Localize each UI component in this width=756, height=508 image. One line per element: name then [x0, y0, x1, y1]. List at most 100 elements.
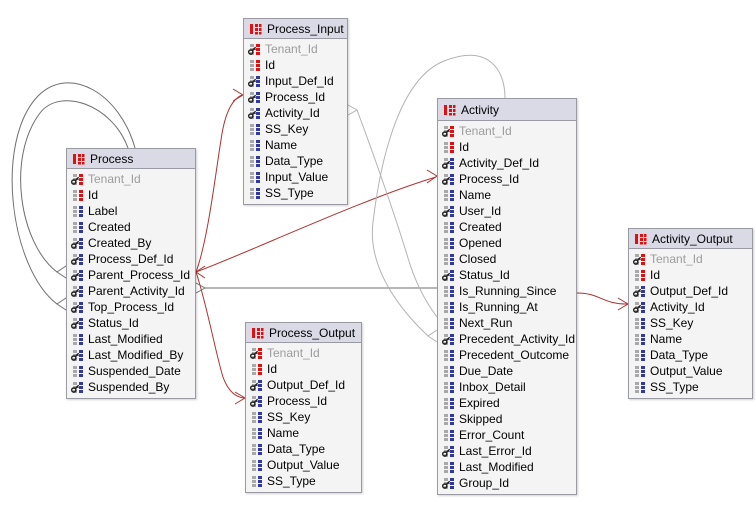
column-row-top_process_id[interactable]: Top_Process_Id [67, 299, 195, 315]
column-row-tenant_id[interactable]: Tenant_Id [629, 251, 752, 267]
column-row-ss_key[interactable]: SS_Key [246, 409, 361, 425]
column-row-skipped[interactable]: Skipped [438, 411, 576, 427]
column-row-ss_type[interactable]: SS_Type [629, 379, 752, 395]
column-row-tenant_id[interactable]: Tenant_Id [246, 345, 361, 361]
column-row-data_type[interactable]: Data_Type [244, 153, 347, 169]
column-label: Output_Value [650, 364, 723, 378]
column-row-created_by[interactable]: Created_By [67, 235, 195, 251]
column-row-name[interactable]: Name [438, 187, 576, 203]
table-title: Process_Input [267, 21, 344, 36]
table-header-process_output[interactable]: Process_Output [246, 323, 361, 343]
column-row-ss_type[interactable]: SS_Type [244, 185, 347, 201]
table-header-process[interactable]: Process [67, 149, 195, 169]
column-row-parent_process_id[interactable]: Parent_Process_Id [67, 267, 195, 283]
rel-activity-self-precedent-activity[interactable] [371, 55, 506, 343]
column-row-data_type[interactable]: Data_Type [629, 347, 752, 363]
column-row-process_id[interactable]: Process_Id [246, 393, 361, 409]
column-row-data_type[interactable]: Data_Type [246, 441, 361, 457]
relationship-line[interactable] [576, 292, 628, 305]
rel-process-self-top-process[interactable] [11, 82, 136, 311]
rel-activity-to-activity-output[interactable] [576, 292, 629, 311]
column-row-is_running_at[interactable]: Is_Running_At [438, 299, 576, 315]
column-row-id[interactable]: Id [438, 139, 576, 155]
column-row-output_def_id[interactable]: Output_Def_Id [246, 377, 361, 393]
column-row-activity_id[interactable]: Activity_Id [244, 105, 347, 121]
column-row-id[interactable]: Id [246, 361, 361, 377]
column-row-group_id[interactable]: Group_Id [438, 475, 576, 491]
column-row-last_modified[interactable]: Last_Modified [438, 459, 576, 475]
column-row-precedent_outcome[interactable]: Precedent_Outcome [438, 347, 576, 363]
column-row-input_def_id[interactable]: Input_Def_Id [244, 73, 347, 89]
rel-process-to-process-output[interactable] [195, 271, 246, 405]
column-row-closed[interactable]: Closed [438, 251, 576, 267]
column-row-tenant_id[interactable]: Tenant_Id [244, 41, 347, 57]
rel-process-input-activity-to-activity[interactable] [347, 104, 438, 318]
column-row-created[interactable]: Created [67, 219, 195, 235]
column-row-created[interactable]: Created [438, 219, 576, 235]
column-row-status_id[interactable]: Status_Id [67, 315, 195, 331]
column-row-activity_def_id[interactable]: Activity_Def_Id [438, 155, 576, 171]
column-row-output_value[interactable]: Output_Value [629, 363, 752, 379]
column-label: Tenant_Id [265, 42, 318, 56]
table-header-process_input[interactable]: Process_Input [244, 19, 347, 39]
column-row-output_def_id[interactable]: Output_Def_Id [629, 283, 752, 299]
table-header-activity[interactable]: Activity [438, 99, 576, 121]
column-row-error_count[interactable]: Error_Count [438, 427, 576, 443]
relationship-line[interactable] [371, 55, 506, 337]
column-row-last_error_id[interactable]: Last_Error_Id [438, 443, 576, 459]
column-row-id[interactable]: Id [629, 267, 752, 283]
column-row-suspended_by[interactable]: Suspended_By [67, 379, 195, 395]
column-row-id[interactable]: Id [67, 187, 195, 203]
column-row-ss_key[interactable]: SS_Key [629, 315, 752, 331]
column-row-user_id[interactable]: User_Id [438, 203, 576, 219]
column-row-last_modified_by[interactable]: Last_Modified_By [67, 347, 195, 363]
relationship-line[interactable] [356, 109, 438, 318]
column-row-process_id[interactable]: Process_Id [244, 89, 347, 105]
relationship-line[interactable] [195, 176, 437, 273]
column-row-process_id[interactable]: Process_Id [438, 171, 576, 187]
column-row-label[interactable]: Label [67, 203, 195, 219]
relationship-line[interactable] [195, 94, 243, 273]
column-row-tenant_id[interactable]: Tenant_Id [67, 171, 195, 187]
column-row-parent_activity_id[interactable]: Parent_Activity_Id [67, 283, 195, 299]
column-row-tenant_id[interactable]: Tenant_Id [438, 123, 576, 139]
column-row-id[interactable]: Id [244, 57, 347, 73]
relationship-line[interactable] [195, 271, 245, 399]
column-row-ss_type[interactable]: SS_Type [246, 473, 361, 489]
column-row-output_value[interactable]: Output_Value [246, 457, 361, 473]
rel-process-parent-activity-to-activity[interactable] [195, 282, 437, 294]
column-row-name[interactable]: Name [629, 331, 752, 347]
key-column-icon [442, 445, 455, 458]
column-row-opened[interactable]: Opened [438, 235, 576, 251]
table-header-activity_output[interactable]: Activity_Output [629, 229, 752, 249]
column-row-suspended_date[interactable]: Suspended_Date [67, 363, 195, 379]
column-row-due_date[interactable]: Due_Date [438, 363, 576, 379]
column-row-status_id[interactable]: Status_Id [438, 267, 576, 283]
column-row-inbox_detail[interactable]: Inbox_Detail [438, 379, 576, 395]
relationship-line[interactable] [20, 100, 129, 273]
column-row-is_running_since[interactable]: Is_Running_Since [438, 283, 576, 299]
rel-process-to-process-input[interactable] [195, 88, 244, 279]
column-row-last_modified[interactable]: Last_Modified [67, 331, 195, 347]
column-row-name[interactable]: Name [244, 137, 347, 153]
column-row-input_value[interactable]: Input_Value [244, 169, 347, 185]
table-title: Activity_Output [652, 231, 733, 246]
column-row-precedent_activity_id[interactable]: Precedent_Activity_Id [438, 331, 576, 347]
column-row-process_def_id[interactable]: Process_Def_Id [67, 251, 195, 267]
key-column-icon [248, 91, 261, 104]
column-label: Tenant_Id [267, 346, 320, 360]
rel-process-self-parent-process[interactable] [20, 100, 129, 279]
column-row-next_run[interactable]: Next_Run [438, 315, 576, 331]
column-row-activity_id[interactable]: Activity_Id [629, 299, 752, 315]
key-column-icon [633, 253, 646, 266]
column-label: Input_Value [265, 170, 329, 184]
relationship-line[interactable] [11, 82, 136, 305]
column-row-name[interactable]: Name [246, 425, 361, 441]
column-row-expired[interactable]: Expired [438, 395, 576, 411]
column-row-ss_key[interactable]: SS_Key [244, 121, 347, 137]
